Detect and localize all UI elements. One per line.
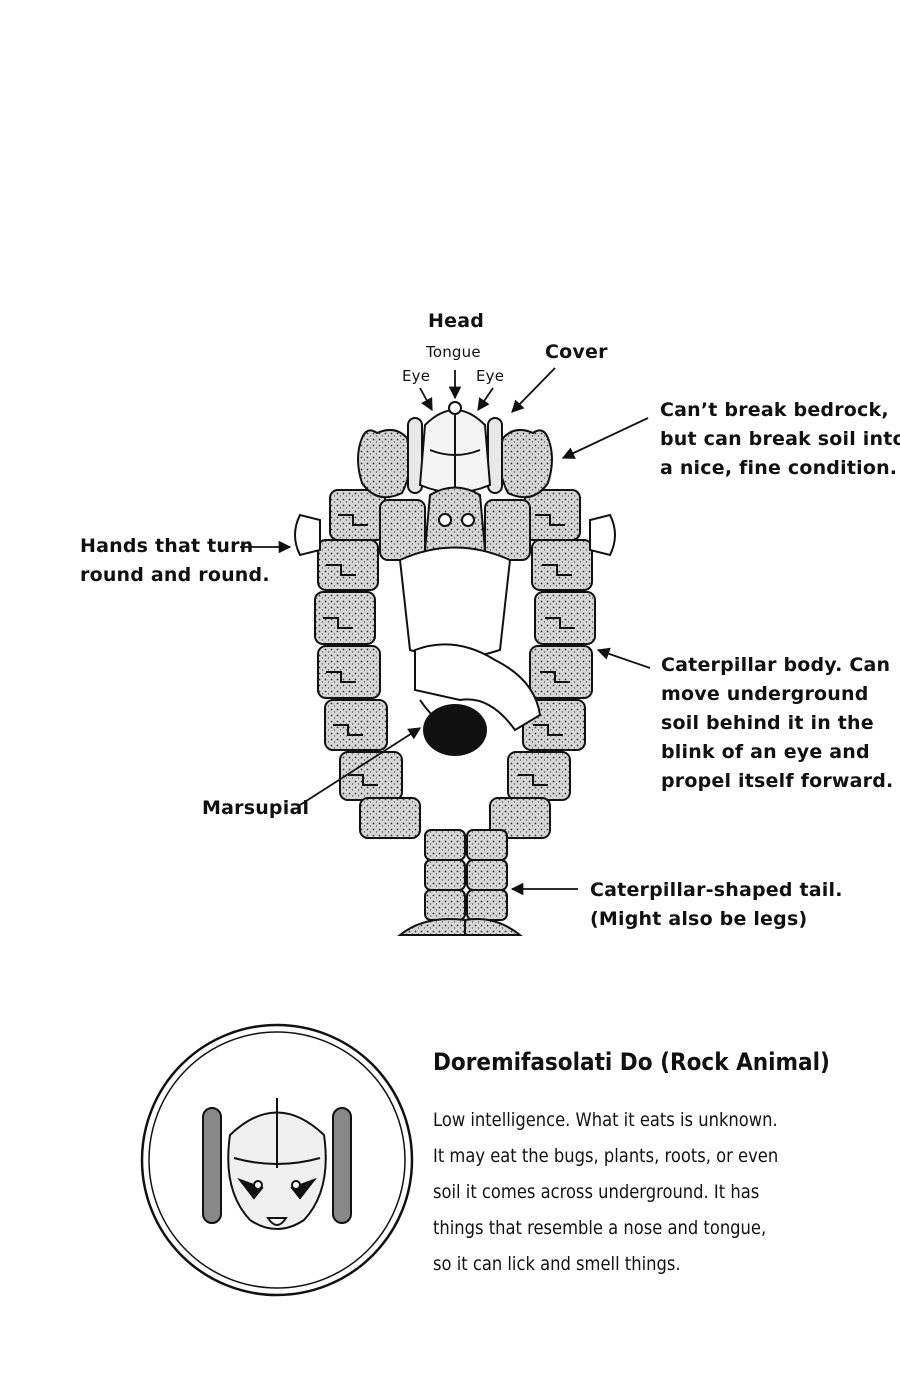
medallion-face [202,1098,352,1230]
caterpillar-body [314,489,596,839]
label-body: Caterpillar body. Can move underground s… [661,654,894,792]
hand-left [294,513,321,557]
label-bedrock: Can’t break bedrock, but can break soil … [660,399,900,479]
rider-figure [398,486,542,736]
profile-medallion [140,1023,414,1297]
label-hands: Hands that turn round and round. [80,535,270,586]
label-head: Head [428,310,485,332]
profile-description: Low intelligence. What it eats is unknow… [433,1109,779,1275]
marsupial-pouch [423,704,487,756]
label-tail: Caterpillar-shaped tail. (Might also be … [590,879,843,930]
label-tongue: Tongue [426,343,481,361]
label-cover: Cover [545,341,608,363]
leader-lines [240,367,651,896]
head [418,401,492,494]
cover-plates [407,417,503,494]
profile-title: Doremifasolati Do (Rock Animal) [433,1048,830,1076]
hand-right [589,513,616,557]
label-eye-right: Eye [476,367,505,385]
caterpillar-tail [397,829,523,936]
label-marsupial: Marsupial [202,797,310,819]
label-eye-left: Eye [402,367,431,385]
